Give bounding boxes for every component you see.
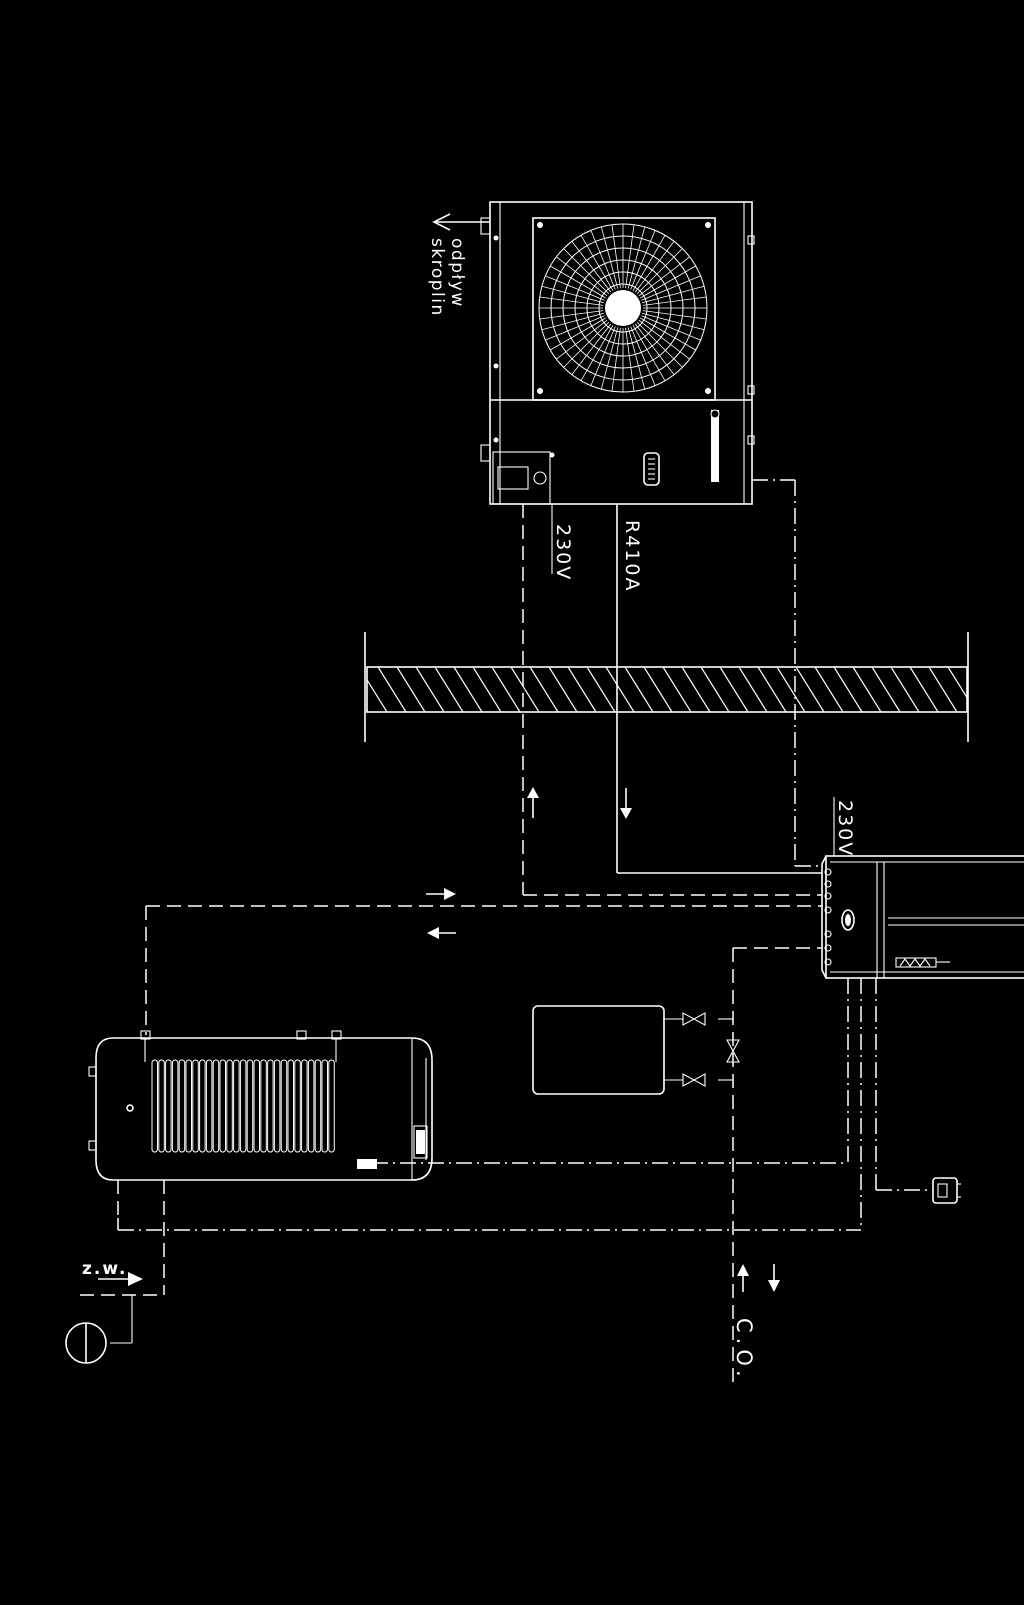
power-label-indoor: 230V bbox=[834, 800, 856, 857]
room-thermostat bbox=[932, 1177, 961, 1204]
flow-right-arrow-icon bbox=[426, 888, 456, 900]
valve-icon bbox=[682, 1073, 706, 1087]
fan-grille-icon bbox=[538, 223, 708, 393]
refrigerant-line: R410A bbox=[616, 504, 822, 874]
control-cable-line bbox=[752, 479, 822, 867]
cold-water-label: z.w. bbox=[82, 1259, 127, 1279]
indoor-hydraulic-unit bbox=[821, 855, 1024, 979]
cold-water-inlet: z.w. bbox=[65, 1259, 164, 1364]
cylinder-coil-flow-lines bbox=[145, 905, 822, 1035]
condensate-drain-label-line2: skroplin bbox=[427, 238, 447, 317]
cold-water-arrow-icon bbox=[98, 1272, 143, 1286]
heating-return-down-arrow-icon bbox=[768, 1264, 780, 1292]
bypass-valve-icon bbox=[726, 1039, 740, 1063]
power-label-outdoor: 230V bbox=[552, 524, 574, 581]
condensate-drain-indicator: odpływ skroplin bbox=[427, 213, 490, 317]
flow-up-arrow-icon bbox=[527, 787, 539, 818]
hot-water-cylinder bbox=[88, 1030, 433, 1295]
condensate-drain-label-line1: odpływ bbox=[447, 238, 467, 308]
heating-supply-up-arrow-icon bbox=[737, 1264, 749, 1292]
building-wall bbox=[364, 632, 969, 742]
brand-logo-icon bbox=[710, 409, 720, 482]
outdoor-heat-pump-unit bbox=[480, 201, 755, 505]
power-supply-indoor: 230V bbox=[833, 797, 856, 857]
flow-down-arrow-icon bbox=[620, 788, 632, 819]
central-heating-label: C.O. bbox=[732, 1318, 756, 1382]
heat-exchanger-coil bbox=[151, 1059, 335, 1153]
central-heating-lines bbox=[663, 947, 822, 1382]
refrigerant-label: R410A bbox=[621, 520, 643, 592]
power-line-outdoor: 230V bbox=[522, 504, 822, 896]
valve-icon bbox=[682, 1012, 706, 1026]
flow-left-arrow-icon bbox=[427, 927, 456, 939]
sensor-cable-lines bbox=[117, 978, 933, 1231]
buffer-tank bbox=[532, 1005, 665, 1095]
